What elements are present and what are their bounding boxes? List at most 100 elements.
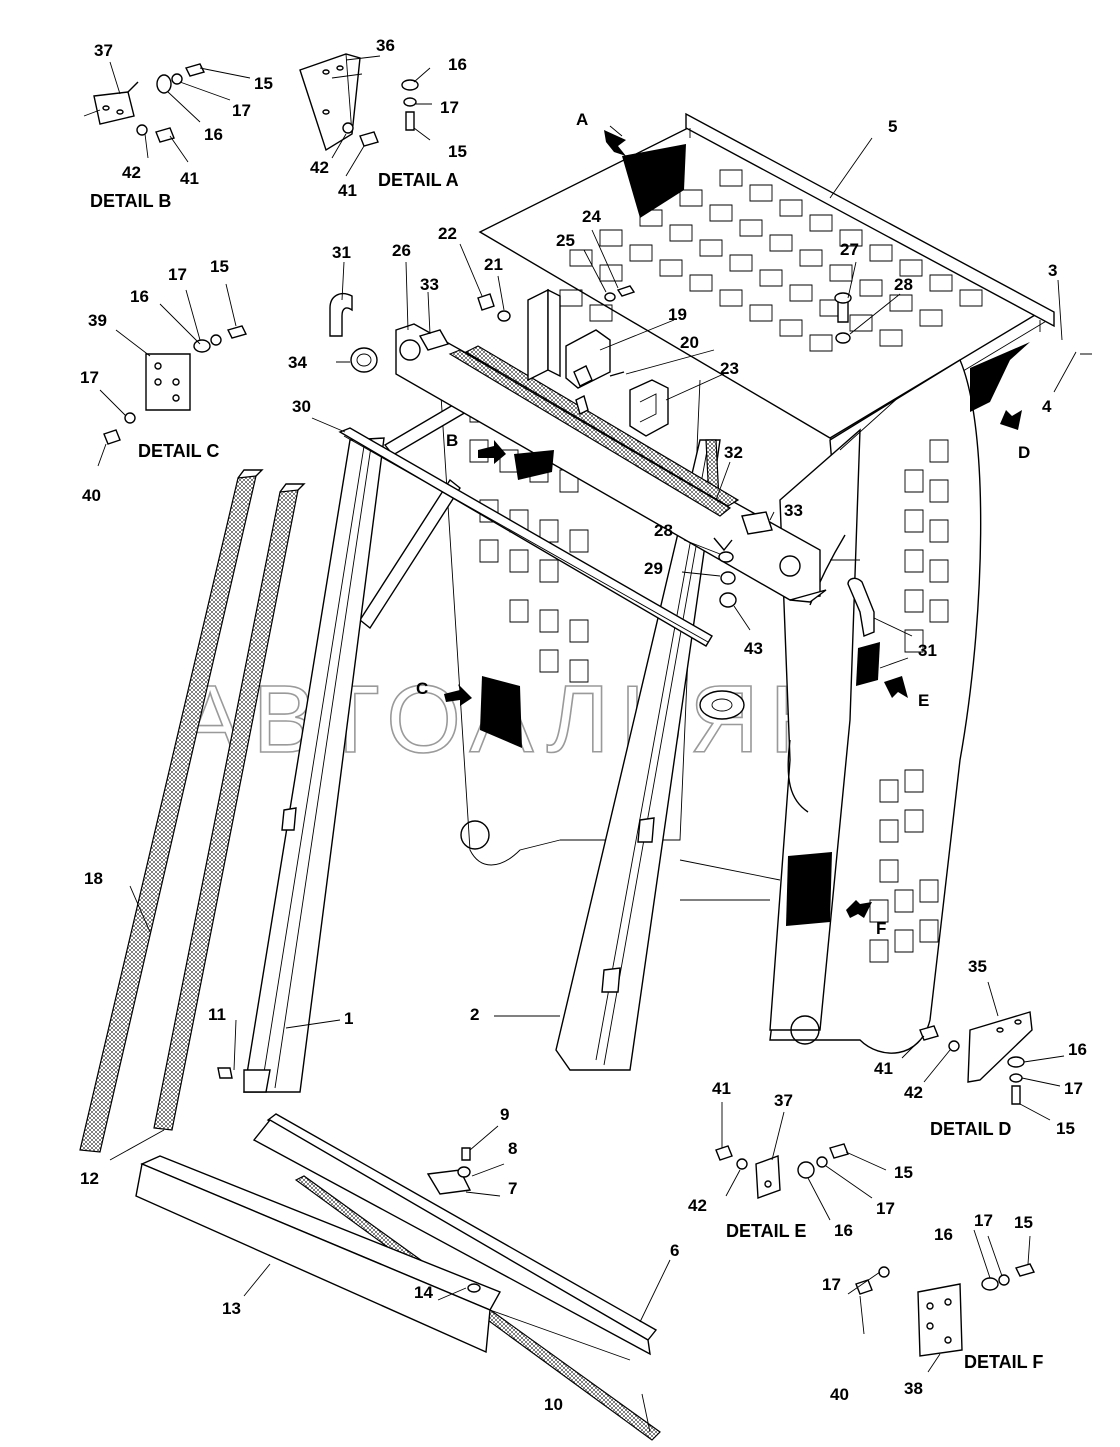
detail-f-label: DETAIL F xyxy=(964,1352,1043,1372)
callout-40: 40 xyxy=(830,1385,849,1404)
callout-5: 5 xyxy=(888,117,897,136)
view-letter-a: A xyxy=(576,110,588,129)
callout-20: 20 xyxy=(680,333,699,352)
callout-9: 9 xyxy=(500,1105,509,1124)
callout-22: 22 xyxy=(438,224,457,243)
callout-16: 16 xyxy=(834,1221,853,1240)
callout-15: 15 xyxy=(1014,1213,1033,1232)
detail-b-group xyxy=(93,63,206,143)
callout-6: 6 xyxy=(670,1241,679,1260)
callout-numbers: 37 15 17 16 42 41 36 16 17 15 42 41 17 1… xyxy=(80,36,1087,1414)
callout-17: 17 xyxy=(80,368,99,387)
roof-perforation xyxy=(559,169,983,352)
sill-assembly xyxy=(135,1067,661,1441)
callout-7: 7 xyxy=(508,1179,517,1198)
arrow-d-icon xyxy=(1000,410,1022,430)
callout-16: 16 xyxy=(934,1225,953,1244)
callout-30: 30 xyxy=(292,397,311,416)
callout-37: 37 xyxy=(94,41,113,60)
callout-17: 17 xyxy=(232,101,251,120)
view-letter-f: F xyxy=(876,919,886,938)
callout-17: 17 xyxy=(974,1211,993,1230)
detail-f-group xyxy=(855,1263,1036,1357)
callout-21: 21 xyxy=(484,255,503,274)
leader-lines xyxy=(83,55,1092,1433)
callout-13: 13 xyxy=(222,1299,241,1318)
view-letters: A B C D E F xyxy=(416,110,1030,938)
callout-42: 42 xyxy=(310,158,329,177)
callout-11: 11 xyxy=(208,1005,226,1024)
callout-8: 8 xyxy=(508,1139,517,1158)
callout-12: 12 xyxy=(80,1169,99,1188)
callout-4: 4 xyxy=(1042,397,1052,416)
callout-2: 2 xyxy=(470,1005,479,1024)
callout-15: 15 xyxy=(254,74,273,93)
callout-17: 17 xyxy=(440,98,459,117)
callout-23: 23 xyxy=(720,359,739,378)
callout-36: 36 xyxy=(376,36,395,55)
callout-39: 39 xyxy=(88,311,107,330)
callout-17: 17 xyxy=(168,265,187,284)
arrow-b-icon xyxy=(478,440,506,464)
door-posts xyxy=(243,394,721,1093)
callout-24: 24 xyxy=(582,207,601,226)
callout-14: 14 xyxy=(414,1283,433,1302)
latch-assembly xyxy=(527,288,669,437)
arrow-a-icon xyxy=(604,130,626,156)
callout-43: 43 xyxy=(744,639,763,658)
detail-c-label: DETAIL C xyxy=(138,441,219,461)
part-34-grommet xyxy=(350,347,378,373)
view-letter-e: E xyxy=(918,691,929,710)
detail-e-group xyxy=(715,1143,849,1199)
detail-a-label: DETAIL A xyxy=(378,170,459,190)
callout-10: 10 xyxy=(544,1395,563,1414)
detail-b-label: DETAIL B xyxy=(90,191,171,211)
callout-15: 15 xyxy=(210,257,229,276)
view-e-marker xyxy=(856,642,880,686)
view-letter-c: C xyxy=(416,679,428,698)
view-c-marker xyxy=(480,676,522,748)
detail-c-group xyxy=(103,325,248,445)
seal-strip-18 xyxy=(79,475,257,1153)
part-31b-hook xyxy=(847,577,875,637)
callout-42: 42 xyxy=(904,1083,923,1102)
arrow-f-icon xyxy=(846,900,872,918)
callout-25: 25 xyxy=(556,231,575,250)
callout-16: 16 xyxy=(204,125,223,144)
callout-33: 33 xyxy=(420,275,439,294)
callout-34: 34 xyxy=(288,353,307,372)
callout-40: 40 xyxy=(82,486,101,505)
detail-d-group xyxy=(919,1011,1033,1105)
callout-35: 35 xyxy=(968,957,987,976)
callout-41: 41 xyxy=(180,169,199,188)
callout-17: 17 xyxy=(1064,1079,1083,1098)
callout-15: 15 xyxy=(1056,1119,1075,1138)
view-letter-d: D xyxy=(1018,443,1030,462)
callout-15: 15 xyxy=(448,142,467,161)
view-letter-b: B xyxy=(446,431,458,450)
callout-37: 37 xyxy=(774,1091,793,1110)
callout-17: 17 xyxy=(822,1275,841,1294)
view-markers xyxy=(444,130,1030,926)
callout-18: 18 xyxy=(84,869,103,888)
callout-16: 16 xyxy=(1068,1040,1087,1059)
view-a-marker xyxy=(622,144,686,218)
arrow-c-icon xyxy=(444,684,472,706)
cab-frame xyxy=(439,112,1055,1054)
callout-26: 26 xyxy=(392,241,411,260)
seal-strip-12 xyxy=(153,489,299,1131)
detail-e-label: DETAIL E xyxy=(726,1221,806,1241)
callout-41: 41 xyxy=(874,1059,893,1078)
callout-16: 16 xyxy=(130,287,149,306)
view-d-marker xyxy=(970,342,1030,412)
callout-42: 42 xyxy=(122,163,141,182)
upper-rail xyxy=(395,323,827,603)
callout-41: 41 xyxy=(712,1079,731,1098)
side-perforation xyxy=(869,439,949,963)
roof-fasteners xyxy=(477,285,852,344)
view-b-marker xyxy=(514,450,554,480)
callout-41: 41 xyxy=(338,181,357,200)
callout-28: 28 xyxy=(654,521,673,540)
